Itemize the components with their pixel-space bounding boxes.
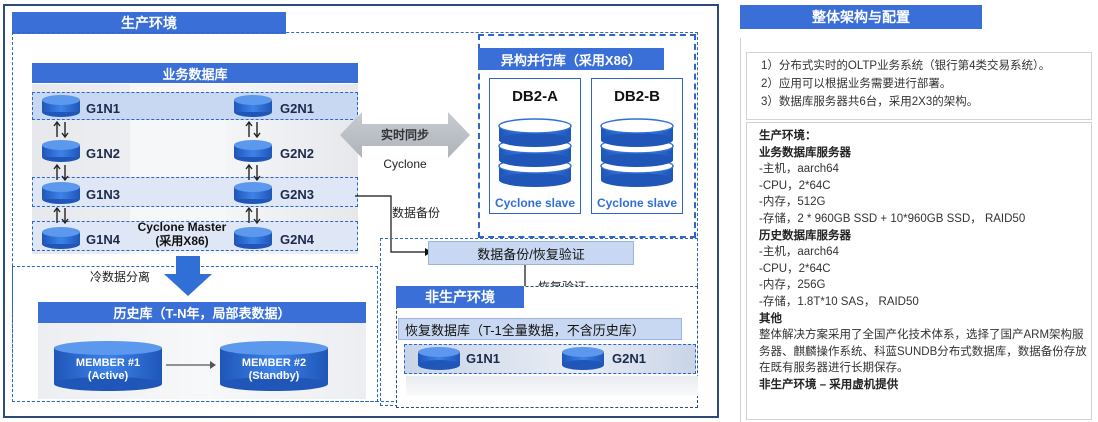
sync-label: 实时同步 <box>380 128 429 142</box>
config-line: -存储，2 * 960GB SSD + 10*960GB SSD， RAID50 <box>759 212 1026 225</box>
database-icon <box>234 95 272 117</box>
config-list: 生产环境： 业务数据库服务器 -主机，aarch64 -CPU，2*64C -内存，51… <box>759 128 1089 394</box>
production-title: 生产环境 <box>12 12 286 34</box>
node-label-g2n3: G2N3 <box>280 187 314 202</box>
member2-cylinder-icon <box>220 341 328 391</box>
np-node-label-g2n1: G2N1 <box>612 351 646 366</box>
member1-state: (Active) <box>87 370 129 382</box>
sync-double-arrow <box>340 112 470 158</box>
right-replication-arrows <box>245 120 261 225</box>
hetero-db-frame <box>478 34 696 238</box>
database-icon <box>42 227 80 249</box>
intro-box: 1）分布式实时的OLTP业务系统（银行第4类交易系统）。 2）应用可以根据业务需… <box>746 52 1092 120</box>
cyclone-master-label: Cyclone Master (采用X86) <box>132 220 232 248</box>
restore-db-shadow <box>406 376 698 396</box>
config-heading: 历史数据库服务器 <box>759 229 851 242</box>
np-node-label-g1n1: G1N1 <box>466 351 500 366</box>
config-line: -CPU，2*64C <box>759 262 831 275</box>
node-g2n3 <box>232 181 274 210</box>
node-label-g1n3: G1N3 <box>86 187 120 202</box>
intro-line-2: 2）应用可以根据业务需要进行部署。 <box>761 78 952 90</box>
config-heading: 业务数据库服务器 <box>759 146 851 159</box>
right-panel-title: 整体架构与配置 <box>740 5 982 29</box>
member1-cylinder-icon <box>54 341 162 391</box>
config-line: -主机，aarch64 <box>759 246 839 259</box>
node-g1n4 <box>40 226 82 255</box>
member2-label: MEMBER #2 (Standby) <box>218 357 330 383</box>
right-panel <box>740 38 1092 422</box>
member1-label: MEMBER #1 (Active) <box>52 357 164 383</box>
intro-line-1: 1）分布式实时的OLTP业务系统（银行第4类交易系统）。 <box>761 60 1051 72</box>
history-db-title: 历史库（T-N年，局部表数据） <box>38 302 366 323</box>
config-heading: 其他 <box>759 312 782 325</box>
config-line: -内存，256G <box>759 279 826 292</box>
production-frame <box>3 4 719 418</box>
db2-b-slave-label: Cyclone slave <box>596 196 678 210</box>
member2-name: MEMBER #2 <box>241 357 307 369</box>
np-node-g2n1-icon <box>562 347 604 370</box>
node-label-g2n4: G2N4 <box>280 232 314 247</box>
node-g1n1 <box>40 94 82 123</box>
node-label-g1n4: G1N4 <box>86 232 120 247</box>
left-replication-arrows <box>53 120 69 225</box>
cold-split-arrow <box>164 256 212 296</box>
non-prod-title: 非生产环境 <box>396 286 524 308</box>
db2-b-title: DB2-B <box>614 88 660 105</box>
node-label-g1n1: G1N1 <box>86 101 120 116</box>
db2-a-stack-icon <box>498 118 572 187</box>
node-label-g2n1: G2N1 <box>280 101 314 116</box>
restore-db-title: 恢复数据库（T-1全量数据，不含历史库） <box>398 318 682 340</box>
database-icon <box>234 182 272 204</box>
member1-name: MEMBER #1 <box>75 357 141 369</box>
member-arrow <box>166 361 216 369</box>
backup-restore-box: 数据备份/恢复验证 <box>428 241 634 265</box>
db2-b-stack-icon <box>600 118 674 187</box>
config-line: 整体解决方案采用了全国产化技术体系，选择了国产ARM架构服务器、麒麟操作系统、科… <box>759 329 1087 375</box>
row-band-4 <box>32 221 358 251</box>
backup-label: 数据备份 <box>392 206 441 220</box>
db2-a-title: DB2-A <box>512 88 558 105</box>
row-band-1 <box>32 92 358 120</box>
hetero-db-title: 异构并行库（采用X86） <box>478 48 664 70</box>
np-node-g1n1-icon <box>418 347 460 370</box>
database-icon <box>42 95 80 117</box>
node-g1n2 <box>40 139 82 168</box>
database-icon <box>42 140 80 162</box>
database-icon <box>234 227 272 249</box>
intro-line-3: 3）数据库服务器共6台，采用2X3的架构。 <box>761 96 979 108</box>
config-heading: 非生产环境 – 采用虚机提供 <box>759 378 899 391</box>
node-label-g2n2: G2N2 <box>280 146 314 161</box>
config-line: -CPU，2*64C <box>759 179 831 192</box>
node-g2n2 <box>232 139 274 168</box>
node-g2n1 <box>232 94 274 123</box>
cyclone-master-name: Cyclone Master <box>137 220 227 234</box>
sync-tool-label: Cyclone <box>383 157 427 171</box>
member2-state: (Standby) <box>248 370 300 382</box>
config-line: -主机，aarch64 <box>759 163 839 176</box>
config-line: -内存，512G <box>759 196 826 209</box>
config-line: -存储，1.8T*10 SAS， RAID50 <box>759 295 919 308</box>
config-box <box>746 122 1092 420</box>
row-band-3 <box>32 177 358 207</box>
config-heading: 生产环境： <box>759 130 817 142</box>
cold-split-label: 冷数据分离 <box>90 270 151 284</box>
db2-a-slave-label: Cyclone slave <box>494 196 576 210</box>
database-icon <box>234 140 272 162</box>
node-g2n4 <box>232 226 274 255</box>
node-label-g1n2: G1N2 <box>86 146 120 161</box>
database-icon <box>42 182 80 204</box>
cyclone-master-note: (采用X86) <box>155 234 209 248</box>
business-db-title: 业务数据库 <box>32 63 358 83</box>
node-g1n3 <box>40 181 82 210</box>
